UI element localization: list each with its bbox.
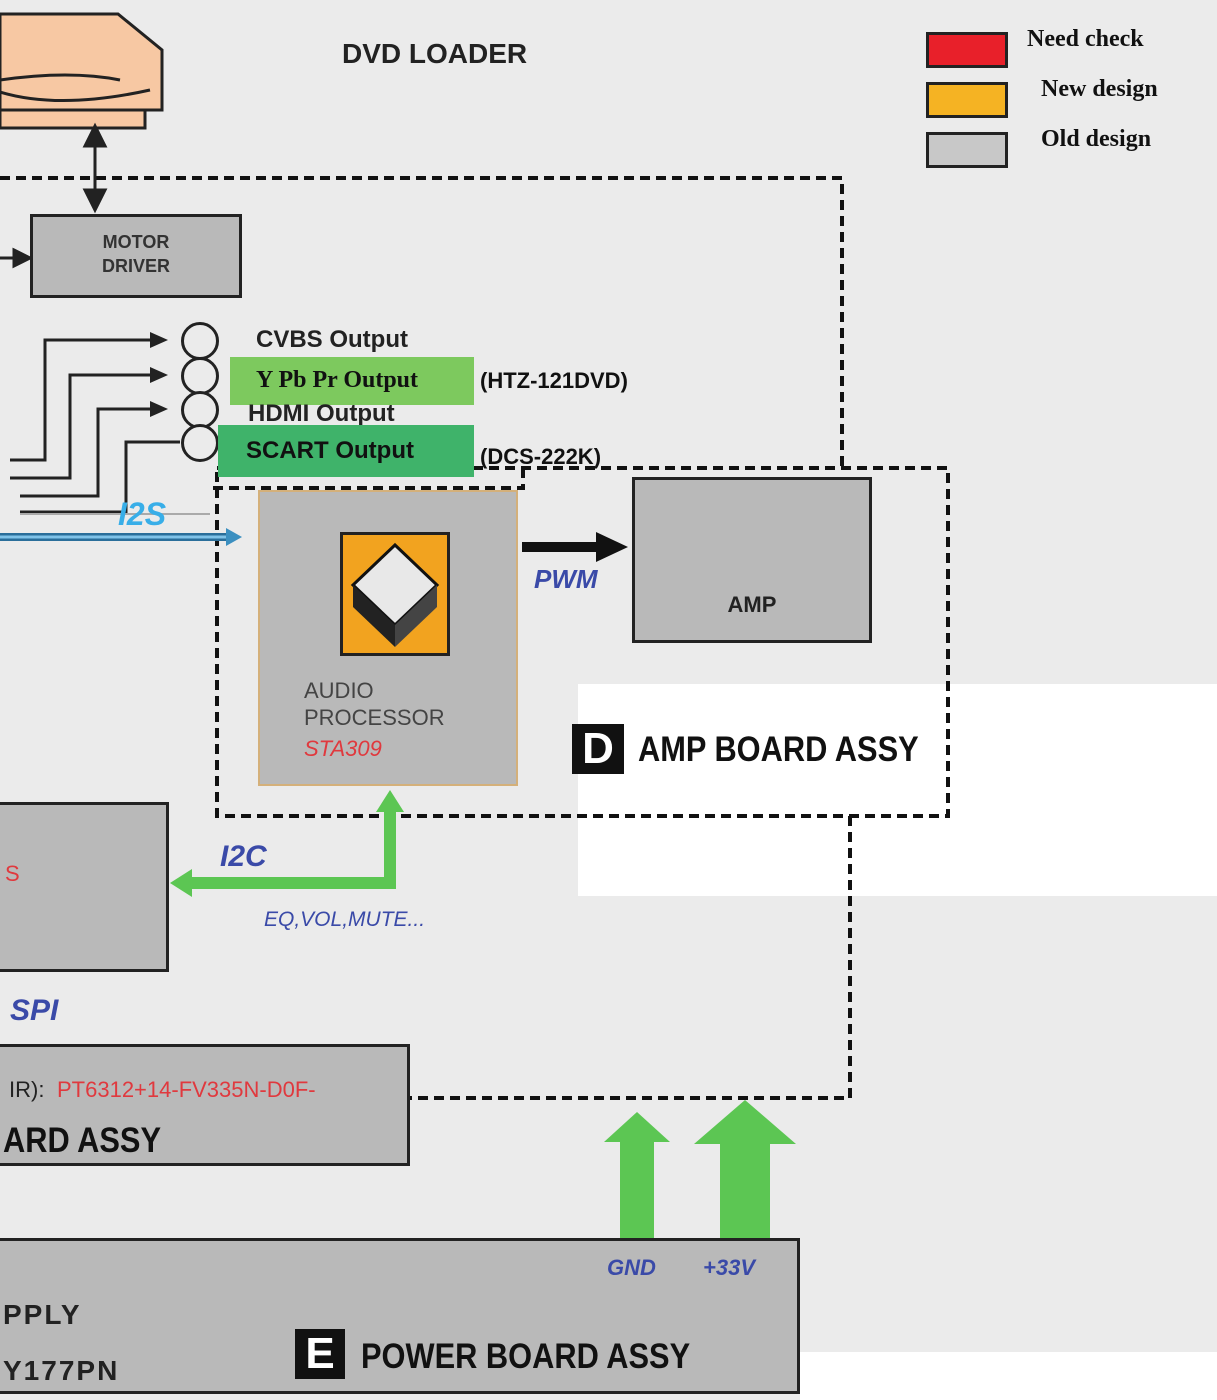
i2c-label: I2C (220, 840, 267, 873)
hdmi-output-label: HDMI Output (248, 400, 395, 427)
legend-need-check: Need check (1027, 26, 1144, 52)
legend-swatch-new-design (926, 82, 1008, 118)
ypbpr-model-note: (HTZ-121DVD) (480, 368, 628, 393)
audio-processor-part: STA309 (304, 736, 382, 761)
dvd-loader-icon (0, 12, 164, 130)
diagram-title: DVD LOADER (342, 38, 528, 69)
ypbpr-output-box: Y Pb Pr Output (230, 357, 474, 405)
cvbs-connector-icon (181, 322, 219, 360)
i2c-note: EQ,VOL,MUTE... (264, 908, 426, 931)
motor-driver-label-2: DRIVER (101, 256, 170, 276)
controller-box-partial: S (0, 802, 169, 972)
scart-output-label: SCART Output (246, 437, 414, 464)
power-board-letter: E (295, 1329, 345, 1379)
chip-icon (340, 532, 450, 656)
legend-swatch-need-check (926, 32, 1008, 68)
ypbpr-output-label: Y Pb Pr Output (256, 367, 419, 393)
power-board-label: POWER BOARD ASSY (361, 1337, 691, 1376)
white-panel-bottom (800, 1352, 1217, 1400)
audio-processor-label-2: PROCESSOR (304, 705, 445, 730)
white-panel (578, 684, 1217, 896)
legend-old-design: Old design (1041, 126, 1152, 152)
power-board-line-2: Y177PN (3, 1355, 120, 1386)
cvbs-output-label: CVBS Output (256, 326, 408, 353)
legend-new-design: New design (1041, 76, 1158, 102)
power-board-box: GND +33V PPLY Y177PN E POWER BOARD ASSY (0, 1238, 800, 1394)
scart-connector-icon (181, 424, 219, 462)
amp-box: AMP (632, 477, 872, 643)
amp-label: AMP (727, 592, 777, 617)
main-board-part: PT6312+14-FV335N-D0F- (57, 1077, 316, 1102)
scart-model-note: (DCS-222K) (480, 444, 602, 469)
audio-processor-box: AUDIO PROCESSOR STA309 (258, 490, 518, 786)
main-board-label: ARD ASSY (3, 1121, 162, 1160)
ypbpr-connector-icon (181, 357, 219, 395)
scart-output-box: SCART Output (218, 425, 474, 477)
v33-label: +33V (703, 1255, 755, 1280)
controller-partial-text: S (5, 861, 20, 886)
power-board-line-1: PPLY (3, 1299, 82, 1330)
i2s-label: I2S (118, 496, 167, 532)
main-board-box: IR): PT6312+14-FV335N-D0F- ARD ASSY (0, 1044, 410, 1166)
spi-label: SPI (10, 994, 59, 1027)
audio-processor-label-1: AUDIO (304, 678, 374, 703)
gnd-label: GND (607, 1255, 656, 1280)
motor-driver-label-1: MOTOR (102, 232, 170, 252)
motor-driver-box: MOTOR DRIVER (30, 214, 242, 298)
amp-board-letter: D (572, 724, 624, 774)
legend-swatch-old-design (926, 132, 1008, 168)
pwm-label: PWM (534, 564, 598, 594)
amp-board-label: AMP BOARD ASSY (638, 730, 919, 769)
main-board-part-prefix: IR): (9, 1077, 45, 1102)
